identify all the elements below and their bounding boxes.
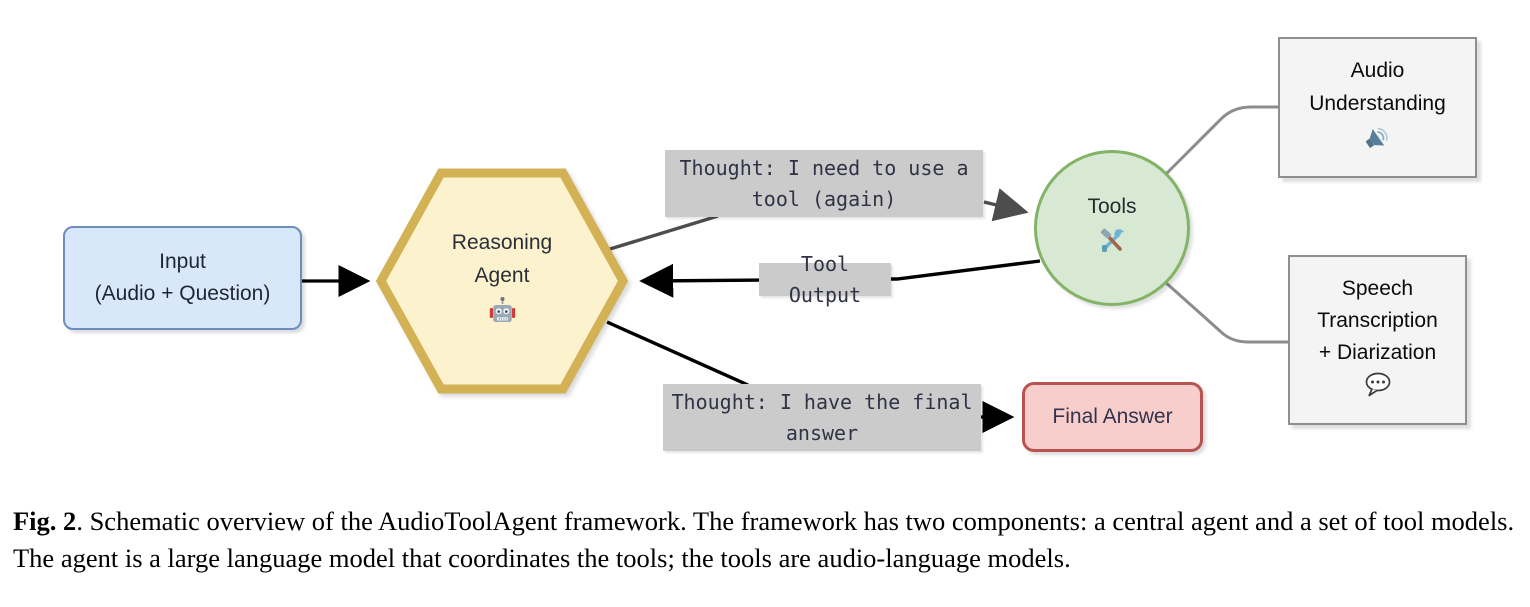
- speech-balloon-icon: [1363, 372, 1393, 408]
- audio-understanding-line1: Audio: [1350, 59, 1405, 82]
- figure-number: Fig. 2: [13, 506, 77, 536]
- reasoning-agent-node: Reasoning Agent: [376, 168, 628, 394]
- thought-need-tool-line2: tool (again): [751, 186, 897, 211]
- input-label-line2: (Audio + Question): [94, 282, 271, 305]
- edge-tools-to-agent-tool-output: [639, 259, 1041, 298]
- link-tools-to-speech-transcription: [1163, 279, 1288, 344]
- audio-understanding-line2: Understanding: [1309, 92, 1446, 115]
- input-node: Input (Audio + Question): [63, 226, 302, 330]
- final-answer-label: Final Answer: [1052, 405, 1173, 428]
- agent-label-line1: Reasoning: [451, 231, 553, 254]
- speaker-icon: [1363, 123, 1393, 161]
- link-tools-to-audio-understanding: [1165, 105, 1278, 175]
- speech-transcription-node: Speech Transcription + Diarization: [1288, 255, 1467, 425]
- thought-final-line1: Thought: I have the final: [671, 389, 973, 414]
- robot-icon: [489, 296, 516, 336]
- speech-transcription-line2: Transcription: [1317, 308, 1438, 332]
- final-answer-node: Final Answer: [1022, 382, 1203, 452]
- hexagon-shape: [376, 168, 628, 394]
- thought-final-answer-label: Thought: I have the final answer: [663, 384, 981, 451]
- edge-thought-tool-to-tools: [983, 188, 1029, 222]
- thought-need-tool-label: Thought: I need to use a tool (again): [665, 150, 983, 217]
- audio-understanding-node: Audio Understanding: [1278, 37, 1477, 178]
- edge-agent-to-thought-final: [606, 320, 749, 387]
- speech-transcription-line3: + Diarization: [1318, 340, 1437, 364]
- tool-output-label: Tool Output: [759, 252, 891, 307]
- thought-final-line2: answer: [785, 420, 859, 445]
- tool-output-text: Tool Output: [788, 251, 862, 307]
- tools-label: Tools: [1087, 195, 1137, 218]
- agent-label-line2: Agent: [474, 264, 530, 287]
- edge-agent-to-thought-tool: [609, 214, 719, 251]
- figure-caption: Fig. 2. Schematic overview of the AudioT…: [13, 503, 1521, 577]
- speech-transcription-line1: Speech: [1341, 276, 1414, 300]
- input-label-line1: Input: [159, 250, 206, 273]
- thought-need-tool-line1: Thought: I need to use a: [679, 155, 969, 180]
- tools-node: Tools: [1034, 150, 1190, 306]
- hammer-wrench-icon: [1098, 228, 1126, 264]
- caption-text: . Schematic overview of the AudioToolAge…: [13, 506, 1515, 573]
